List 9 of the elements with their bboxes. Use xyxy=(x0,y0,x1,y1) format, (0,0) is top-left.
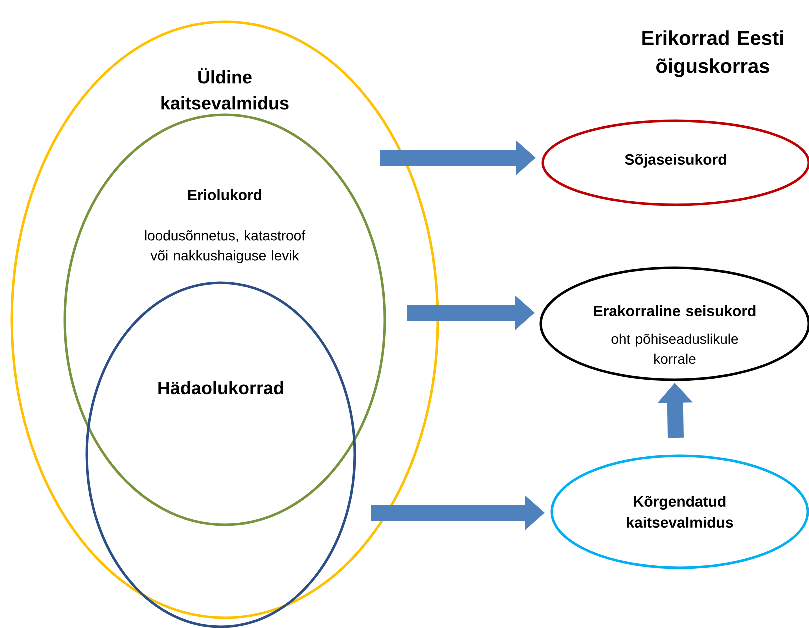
title: Erikorrad Eesti õiguskorras xyxy=(642,30,784,78)
node-heading: Kõrgendatud kaitsevalmidus xyxy=(627,496,734,528)
node-heading: Üldine kaitsevalmidus xyxy=(162,68,289,110)
node-description: oht põhiseaduslikule korrale xyxy=(612,334,738,364)
node-heading: Hädaolukorrad xyxy=(158,381,284,395)
node-description: loodusõnnetus, katastroof või nakkushaiguse levik xyxy=(145,230,306,264)
node-heading: Sõjaseisukord xyxy=(625,154,726,168)
node-heading: Erakorraline seisukord xyxy=(594,305,756,316)
node-heading: Eriolukord xyxy=(188,189,262,200)
